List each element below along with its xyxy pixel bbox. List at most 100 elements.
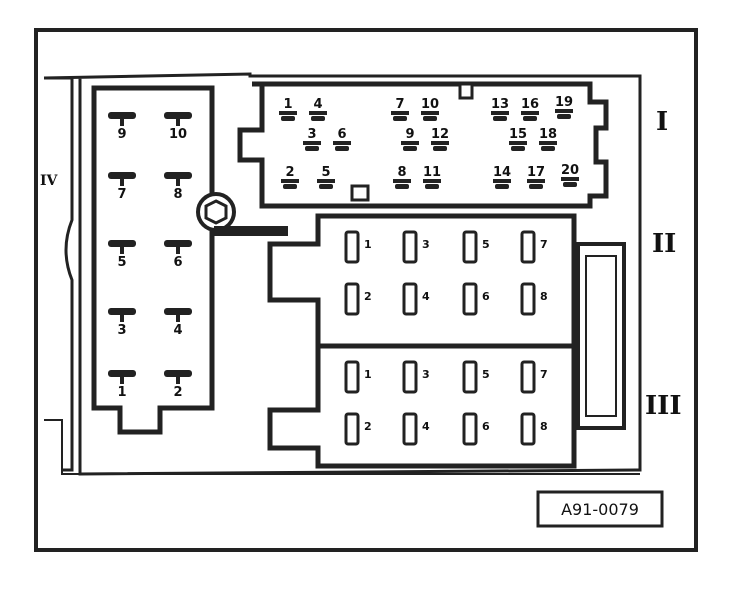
slot-body xyxy=(520,230,536,264)
section-iii-slot-label: 2 xyxy=(364,420,372,433)
section-i-pin: 15 xyxy=(509,127,527,151)
pin-stem xyxy=(176,118,180,126)
section-iii-slot: 8 xyxy=(520,412,548,446)
section-iii-slot-label: 7 xyxy=(540,368,548,381)
slot-body xyxy=(462,230,478,264)
section-i-pin: 20 xyxy=(561,163,579,187)
section-iv-pin: 7 xyxy=(108,172,136,202)
section-i-key xyxy=(350,184,370,202)
slot-body xyxy=(402,230,418,264)
housing-left-rail xyxy=(44,76,74,472)
section-iv-pin-label: 3 xyxy=(117,323,126,338)
pin-head xyxy=(164,308,192,315)
section-i-pin-label: 19 xyxy=(555,95,573,110)
pin-underline xyxy=(401,141,419,145)
section-i-pin: 9 xyxy=(401,127,419,151)
section-ii-slot-label: 8 xyxy=(540,290,548,303)
section-iv-pin-label: 2 xyxy=(173,385,182,400)
section-i-pin: 17 xyxy=(527,165,545,189)
section-iv-pin: 1 xyxy=(108,370,136,400)
slot-body xyxy=(462,412,478,446)
section-i-pin-label: 14 xyxy=(493,165,511,180)
section-iv-pin-label: 5 xyxy=(117,255,126,270)
section-i-pin: 11 xyxy=(423,165,441,189)
section-i-pin-label: 11 xyxy=(423,165,441,180)
section-i-pin: 6 xyxy=(333,127,351,151)
section-i-pin-label: 16 xyxy=(521,97,539,112)
section-label-i: I xyxy=(656,107,668,137)
pin-body xyxy=(563,182,577,187)
section-iii-slot: 6 xyxy=(462,412,490,446)
section-i-block xyxy=(237,81,609,209)
pin-body xyxy=(281,116,295,121)
pin-underline xyxy=(521,111,539,115)
section-iv-pin-label: 9 xyxy=(117,127,126,142)
section-ii-slot: 2 xyxy=(344,282,372,316)
section-i-pin-label: 17 xyxy=(527,165,545,180)
pin-body xyxy=(541,146,555,151)
section-iv-pin-label: 1 xyxy=(117,385,126,400)
section-ii-slot: 4 xyxy=(402,282,430,316)
slot-body xyxy=(462,282,478,316)
pin-body xyxy=(311,116,325,121)
section-i-pin: 13 xyxy=(491,97,509,121)
section-i-pin: 18 xyxy=(539,127,557,151)
section-i-pin-label: 12 xyxy=(431,127,449,142)
pin-stem xyxy=(120,376,124,384)
section-iii-slot: 4 xyxy=(402,412,430,446)
section-iii-slot: 7 xyxy=(520,360,548,394)
pin-underline xyxy=(309,111,327,115)
pin-head xyxy=(108,370,136,377)
pin-underline xyxy=(279,111,297,115)
pin-underline xyxy=(303,141,321,145)
section-ii-slot: 7 xyxy=(520,230,548,264)
pin-underline xyxy=(431,141,449,145)
section-iv-pin-label: 10 xyxy=(169,127,187,142)
pin-body xyxy=(523,116,537,121)
pin-underline xyxy=(423,179,441,183)
section-ii-slot: 5 xyxy=(462,230,490,264)
section-label-iii: III xyxy=(645,391,682,421)
section-i-pin-label: 15 xyxy=(509,127,527,142)
section-iv-pin-label: 8 xyxy=(173,187,182,202)
pin-body xyxy=(529,184,543,189)
slot-body xyxy=(520,360,536,394)
section-iv-block xyxy=(91,85,215,435)
pin-body xyxy=(495,184,509,189)
pin-underline xyxy=(527,179,545,183)
section-iv-pin-label: 6 xyxy=(173,255,182,270)
slot-body xyxy=(344,412,360,446)
pin-head xyxy=(108,112,136,119)
slot-body xyxy=(402,412,418,446)
section-i-pin-label: 4 xyxy=(313,97,322,112)
section-iv-pin: 4 xyxy=(164,308,192,338)
section-iii-slot: 3 xyxy=(402,360,430,394)
section-ii-slot-label: 6 xyxy=(482,290,490,303)
section-iii-slot: 5 xyxy=(462,360,490,394)
section-iii-slot-label: 5 xyxy=(482,368,490,381)
pin-stem xyxy=(120,118,124,126)
section-iii-slot-label: 3 xyxy=(422,368,430,381)
section-ii-slot-label: 1 xyxy=(364,238,372,251)
section-iv-pin: 3 xyxy=(108,308,136,338)
section-i-pin-label: 9 xyxy=(405,127,414,142)
pin-body xyxy=(557,114,571,119)
section-i-pin-label: 8 xyxy=(397,165,406,180)
section-i-pin-label: 6 xyxy=(337,127,346,142)
section-i-pin-label: 10 xyxy=(421,97,439,112)
section-label-iv: IV xyxy=(40,173,59,189)
pin-body xyxy=(511,146,525,151)
section-label-ii: II xyxy=(652,229,676,259)
slot-body xyxy=(344,282,360,316)
pin-head xyxy=(164,172,192,179)
pin-head xyxy=(108,172,136,179)
section-i-pin: 5 xyxy=(317,165,335,189)
section-ii-slot: 8 xyxy=(520,282,548,316)
pin-underline xyxy=(539,141,557,145)
pin-underline xyxy=(391,111,409,115)
slot-body xyxy=(462,360,478,394)
section-i-pin-label: 1 xyxy=(283,97,292,112)
section-i-pin: 7 xyxy=(391,97,409,121)
slot-body xyxy=(402,360,418,394)
